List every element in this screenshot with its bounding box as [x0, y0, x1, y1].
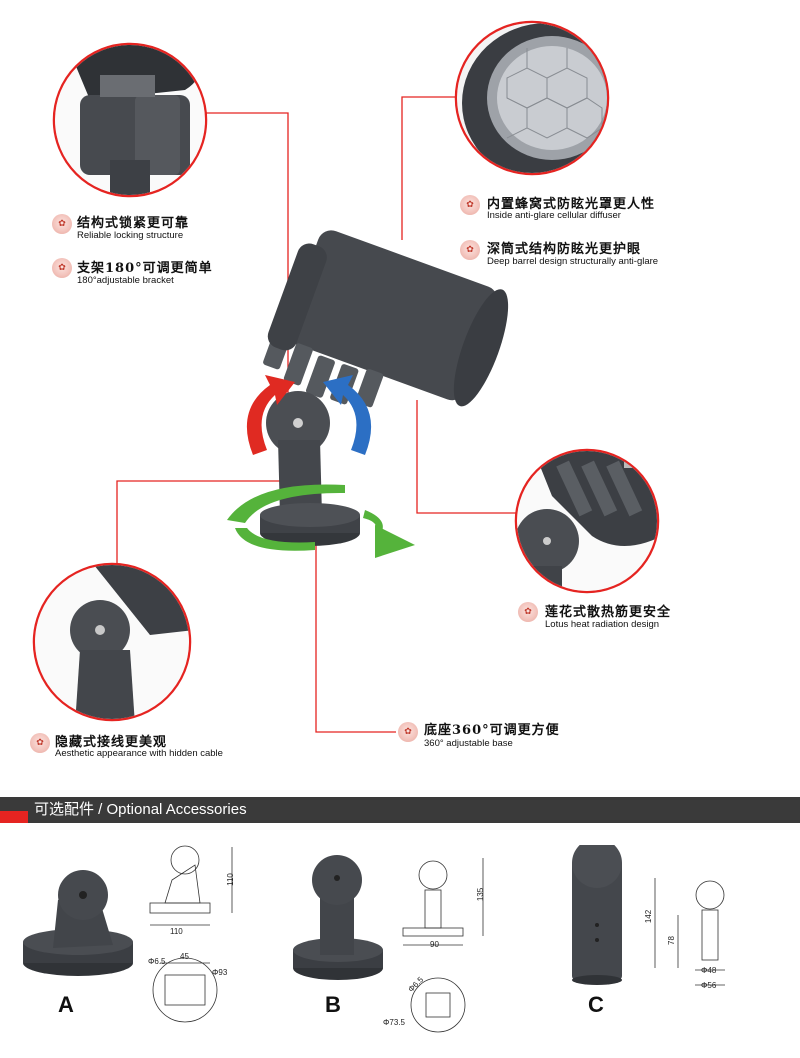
accessory-a-dim-height: 110	[225, 873, 235, 886]
rotation-arrows	[227, 375, 415, 558]
feature-4-en: Deep barrel design structurally anti-gla…	[487, 256, 659, 267]
accessory-c-dim-d2: Φ56	[701, 981, 717, 990]
feature-logo-icon: ✿	[52, 214, 72, 234]
feature-logo-icon: ✿	[460, 195, 480, 215]
feature-7-en: 360° adjustable base	[424, 738, 513, 749]
feature-1-en: Reliable locking structure	[77, 230, 184, 241]
feature-6-cn: 隐藏式接线更美观	[55, 735, 168, 750]
accessory-b-dim-width: 90	[430, 940, 439, 949]
accessory-b-photo	[293, 855, 383, 980]
feature-6-en: Aesthetic appearance with hidden cable	[55, 748, 223, 759]
feature-3-en: Inside anti-glare cellular diffuser	[487, 210, 621, 221]
accessory-a-dim-width: 110	[170, 927, 183, 936]
zoom-cellular-diffuser	[454, 20, 610, 176]
feature-3-cn: 内置蜂窝式防眩光罩更人性	[487, 197, 656, 212]
feature-5-cn: 莲花式散热筋更安全	[545, 605, 672, 620]
accessory-a-drawing	[149, 845, 233, 1023]
accessory-a-letter: A	[58, 992, 74, 1017]
feature-logo-icon: ✿	[52, 258, 72, 278]
accessory-a-dim-d3: Φ93	[212, 968, 228, 977]
accessory-b-letter: B	[325, 992, 341, 1017]
zoom-hidden-cable	[32, 562, 192, 722]
feature-logo-icon: ✿	[460, 240, 480, 260]
feature-2-cn: 支架180°可调更简单	[77, 261, 213, 276]
accessory-a-photo	[23, 870, 133, 976]
feature-7-cn: 底座360°可调更方便	[424, 723, 560, 738]
accessory-c-drawing	[654, 878, 725, 986]
accessory-c-dim-mid: 78	[666, 936, 676, 945]
accessories-header-bar	[0, 797, 800, 823]
feature-logo-icon: ✿	[398, 722, 418, 742]
feature-logo-icon: ✿	[518, 602, 538, 622]
accessory-b-dim-height: 135	[476, 887, 486, 902]
feature-logo-icon: ✿	[30, 733, 50, 753]
accessory-a-dim-d2: 45	[180, 952, 189, 961]
accessories-header-accent	[0, 811, 28, 823]
main-floodlight-product	[260, 230, 509, 546]
accessory-c-letter: C	[588, 992, 604, 1017]
feature-2-en: 180°adjustable bracket	[77, 275, 174, 286]
feature-1-cn: 结构式锁紧更可靠	[77, 216, 190, 231]
accessory-b-dim-d2: Φ73.5	[383, 1018, 405, 1027]
accessory-c-photo	[572, 845, 622, 985]
accessory-a-dim-d1: Φ6.5	[148, 957, 166, 966]
accessory-c-dim-height: 142	[644, 909, 654, 924]
accessories-title: 可选配件 / Optional Accessories	[34, 801, 247, 818]
accessory-c-dim-d1: Φ48	[701, 966, 717, 975]
zoom-heat-radiation	[514, 448, 660, 594]
zoom-locking-structure	[52, 42, 208, 198]
feature-5-en: Lotus heat radiation design	[545, 619, 660, 630]
accessory-b-drawing	[402, 858, 484, 1033]
feature-4-cn: 深筒式结构防眩光更护眼	[487, 242, 642, 257]
